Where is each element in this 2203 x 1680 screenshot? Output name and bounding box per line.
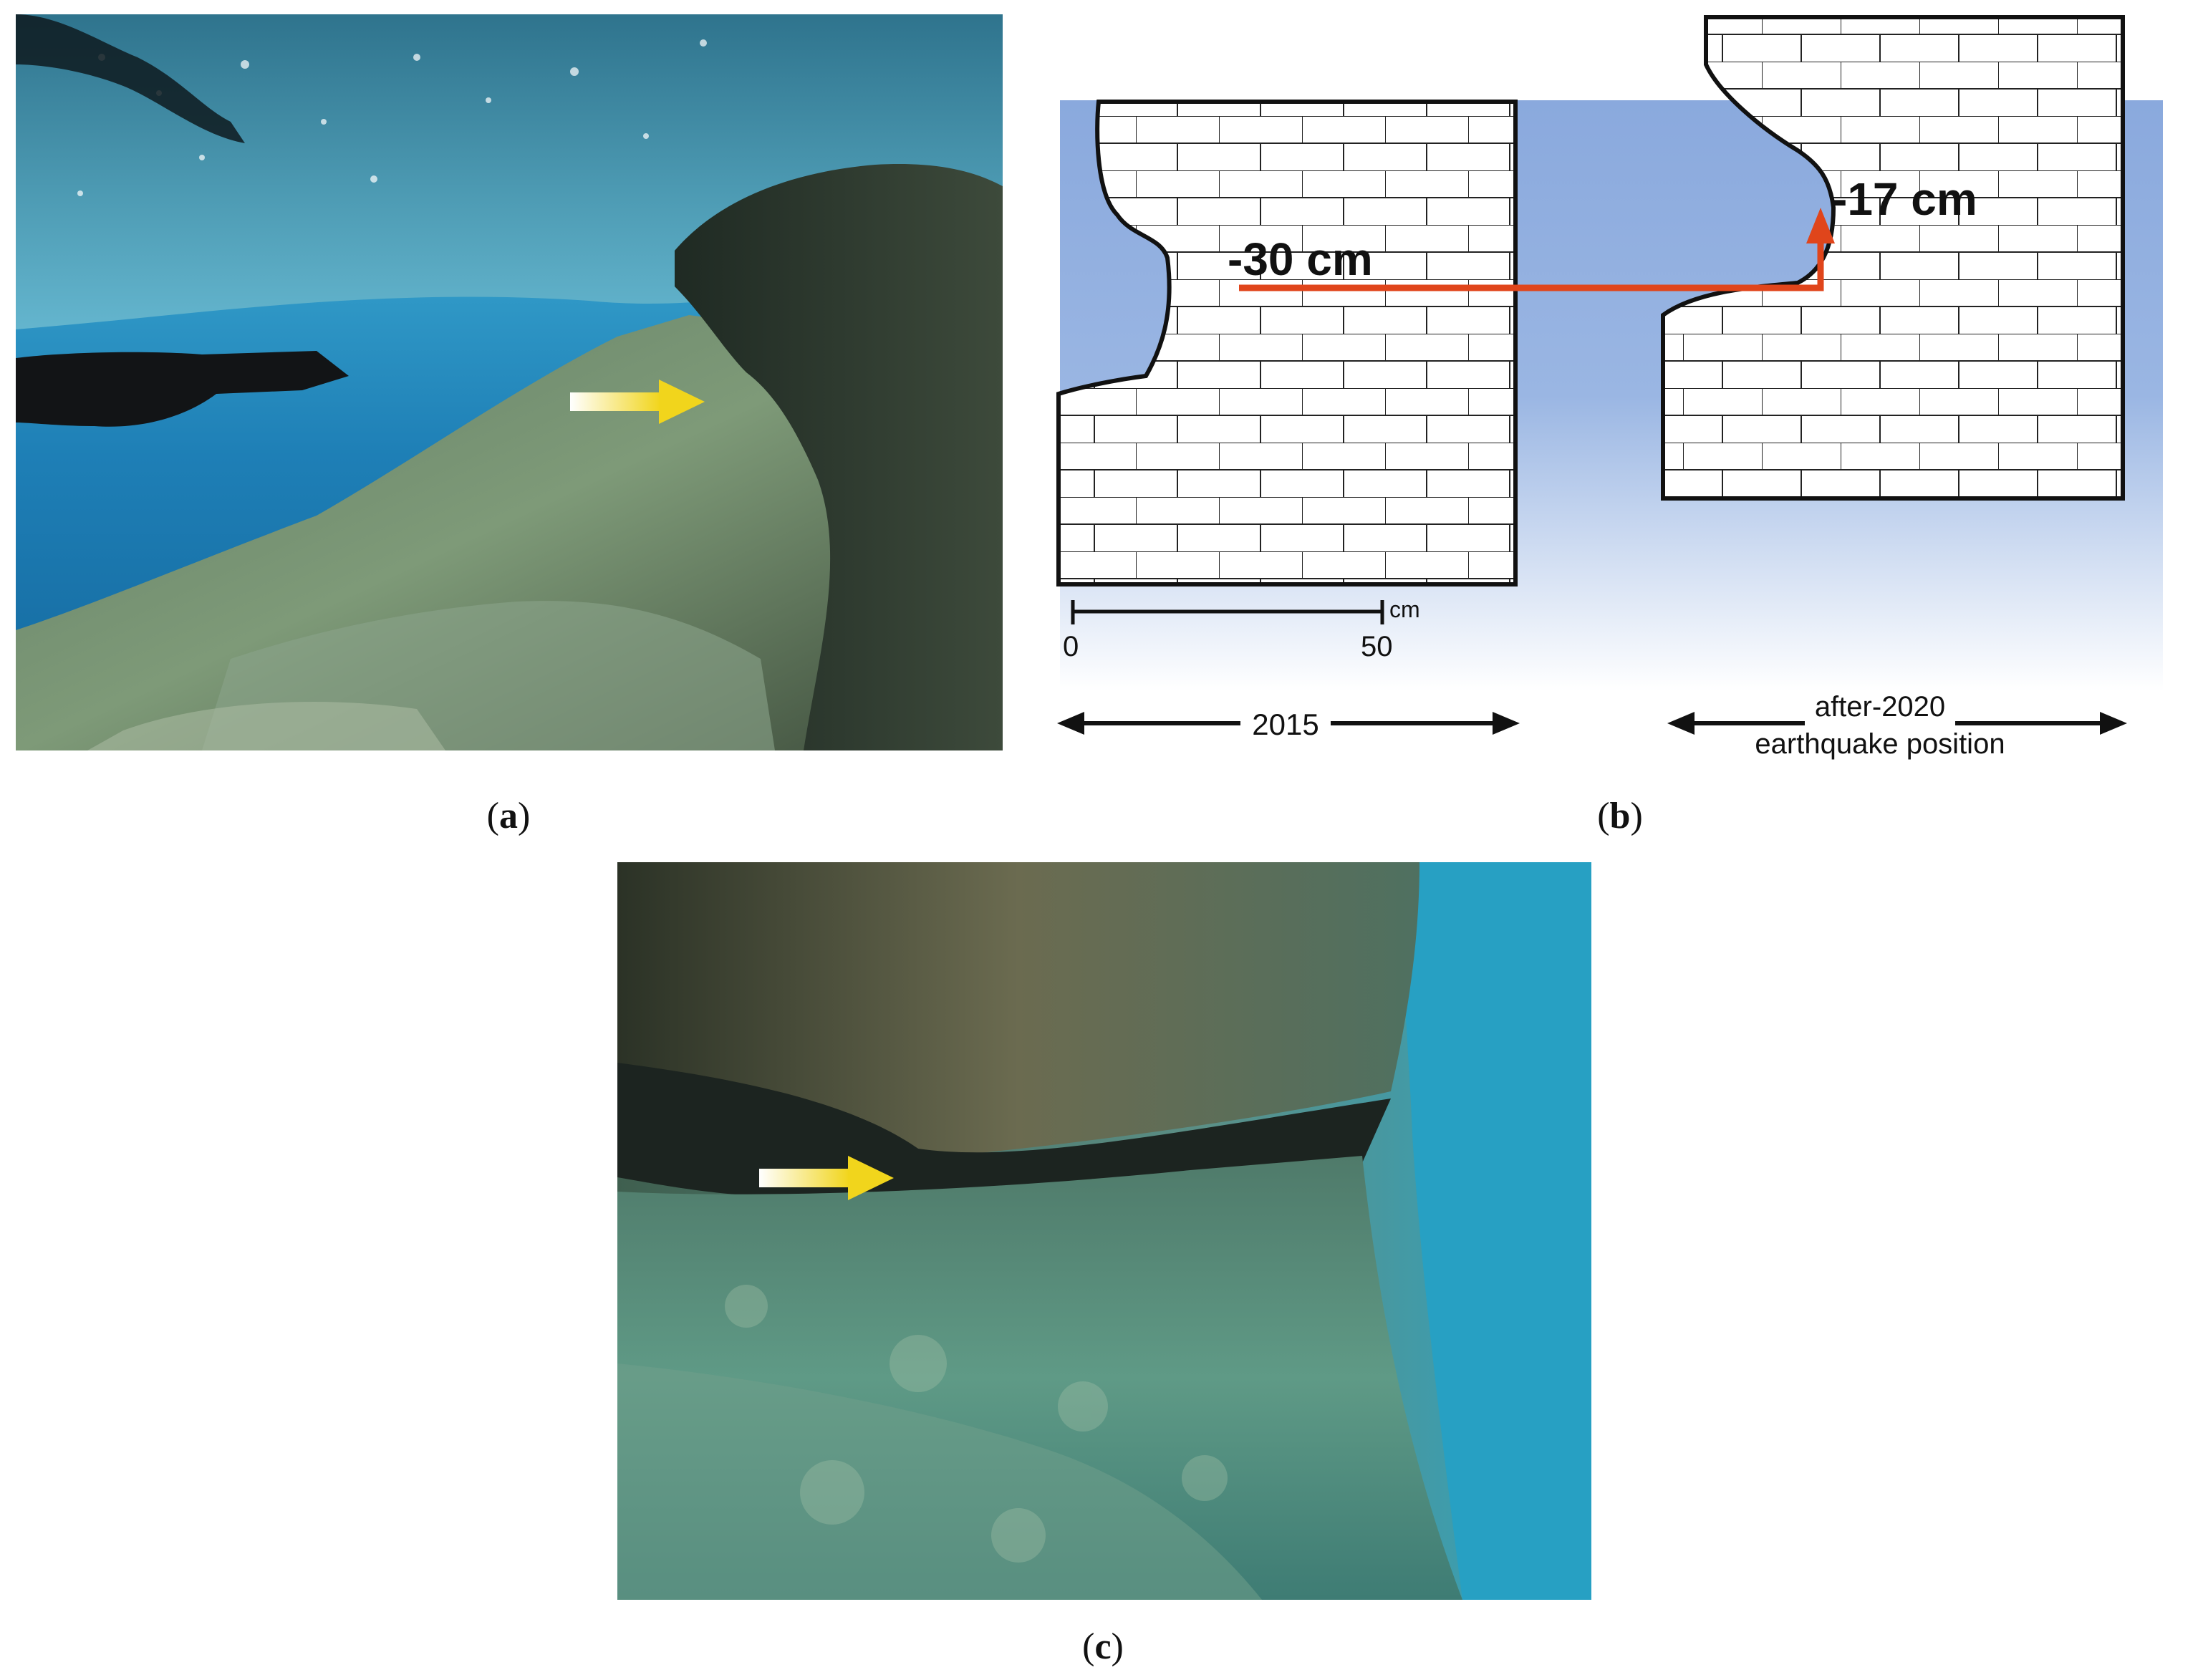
photo-c [617, 862, 1591, 1600]
uplift-arrow-head [1806, 208, 1835, 243]
period-arrow-after-2020 [1667, 706, 2127, 740]
photo-c-image [617, 862, 1591, 1600]
pointer-arrow-a-head [659, 380, 705, 424]
photo-a [16, 14, 1003, 750]
rock-block-2015 [1056, 100, 1518, 586]
period-label-after-line1: after-2020 [1815, 691, 1945, 723]
photo-a-image [16, 14, 1003, 750]
notch-uplift-diagram: -30 cm -17 cm cm 0 50 2015 after-2020 ea… [1053, 7, 2177, 788]
uplift-arrow-line [1239, 243, 1824, 291]
scale-unit: cm [1389, 597, 1420, 622]
scale-bar [1071, 600, 1384, 624]
scale-end: 50 [1361, 631, 1393, 662]
caption-a: (a) [486, 796, 531, 836]
period-label-after-line2: earthquake position [1755, 728, 2005, 760]
period-label-2015: 2015 [1252, 708, 1319, 741]
depth-label-after: -17 cm [1832, 173, 1977, 225]
depth-label-2015: -30 cm [1228, 233, 1373, 285]
caption-b: (b) [1597, 796, 1643, 836]
caption-c: (c) [1082, 1626, 1124, 1667]
pointer-arrow-c-shaft [759, 1169, 849, 1187]
scale-start: 0 [1063, 631, 1079, 662]
period-arrow-2015 [1057, 706, 1520, 740]
pointer-arrow-c-head [848, 1156, 894, 1200]
rock-block-after-earthquake [1661, 15, 2125, 501]
pointer-arrow-a-shaft [570, 392, 660, 411]
